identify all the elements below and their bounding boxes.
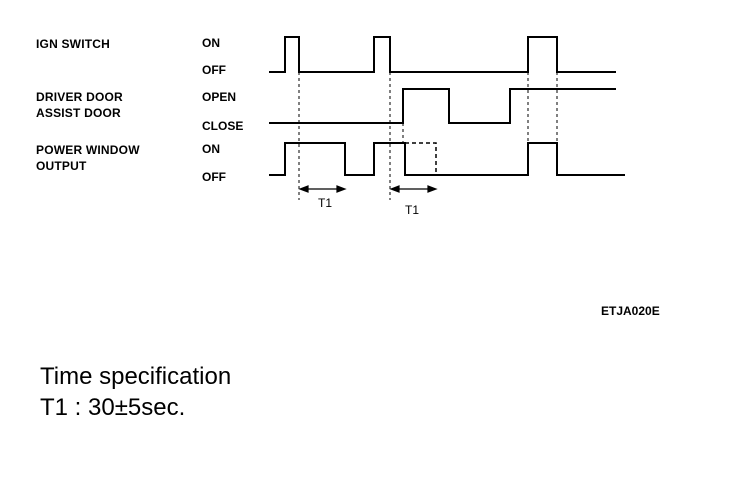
- ign-off-label: OFF: [202, 63, 226, 77]
- door-close-label: CLOSE: [202, 119, 244, 133]
- window-off-label: OFF: [202, 170, 226, 184]
- door-open-label: OPEN: [202, 90, 237, 104]
- t1-label-second: T1: [405, 203, 420, 217]
- t1-arrowhead-right-2: [427, 185, 438, 193]
- ign-switch-label: IGN SWITCH: [36, 37, 110, 51]
- power-window-waveform: [269, 142, 625, 176]
- assist-door-label: ASSIST DOOR: [36, 106, 121, 120]
- output-label: OUTPUT: [36, 159, 87, 173]
- time-spec-title: Time specification: [40, 363, 232, 390]
- driver-door-label: DRIVER DOOR: [36, 90, 123, 104]
- power-window-label: POWER WINDOW: [36, 143, 140, 157]
- ign-on-label: ON: [202, 36, 220, 50]
- door-waveform: [269, 88, 616, 124]
- t1-arrowhead-right-1: [336, 185, 347, 193]
- time-spec-value: T1 : 30±5sec.: [40, 394, 186, 421]
- t1-label-first: T1: [318, 196, 333, 210]
- t1-arrowhead-left-1: [298, 185, 309, 193]
- t1-arrowhead-left-2: [389, 185, 400, 193]
- ign-switch-waveform: [269, 36, 616, 73]
- window-on-label: ON: [202, 142, 220, 156]
- window-dashed-extension: [405, 142, 437, 175]
- figure-code: ETJA020E: [601, 304, 660, 318]
